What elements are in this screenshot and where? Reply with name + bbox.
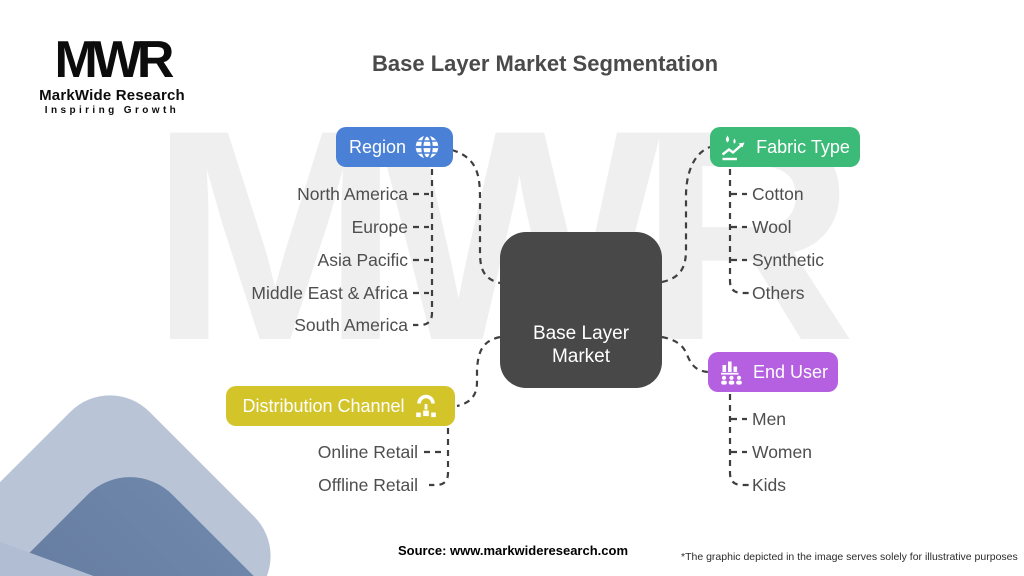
center-node-label-line2: Market: [551, 346, 611, 367]
list-item-fabric: Cotton: [752, 184, 804, 204]
markwide-logo: MWR MarkWide Research Inspiring Growth: [36, 34, 188, 116]
category-label-distribution-channel: Distribution Channel: [242, 395, 405, 416]
list-item-region: South America: [294, 315, 408, 335]
list-item-region: North America: [297, 184, 408, 204]
distribution-network-icon: [413, 393, 439, 419]
list-item-region: Europe: [351, 217, 408, 237]
category-node-region: Region: [336, 127, 453, 167]
category-node-distribution-channel: Distribution Channel: [226, 386, 455, 426]
list-item-region: Asia Pacific: [317, 250, 408, 270]
center-node-base-layer-market: Base Layer Market: [500, 232, 662, 388]
moisture-wicking-icon: [720, 134, 748, 161]
logo-tagline: Inspiring Growth: [44, 105, 180, 116]
list-item-end-user: Women: [752, 442, 812, 462]
category-label-region: Region: [348, 136, 407, 157]
disclaimer-note: *The graphic depicted in the image serve…: [681, 551, 1018, 563]
category-label-fabric-type: Fabric Type: [756, 136, 850, 157]
category-node-end-user: End User: [708, 352, 838, 392]
audience-chart-icon: [718, 359, 745, 386]
page-title: Base Layer Market Segmentation: [371, 51, 719, 76]
list-item-region: Middle East & Africa: [251, 283, 408, 303]
list-item-distribution: Offline Retail: [318, 475, 418, 495]
logo-mark: MWR: [54, 31, 175, 89]
list-item-fabric: Synthetic: [752, 250, 824, 270]
list-item-end-user: Kids: [752, 475, 787, 495]
list-item-fabric: Wool: [752, 217, 792, 237]
source-note: Source: www.markwideresearch.com: [398, 543, 629, 558]
list-item-distribution: Online Retail: [317, 442, 418, 462]
logo-name: MarkWide Research: [39, 87, 185, 104]
center-node-label: Base Layer Market: [500, 322, 662, 368]
category-label-end-user: End User: [752, 361, 829, 382]
category-node-fabric-type: Fabric Type: [710, 127, 860, 167]
list-item-fabric: Others: [752, 283, 805, 303]
globe-icon: [414, 134, 440, 160]
center-node-label-line1: Base Layer: [532, 323, 630, 344]
list-item-end-user: Men: [752, 409, 787, 429]
